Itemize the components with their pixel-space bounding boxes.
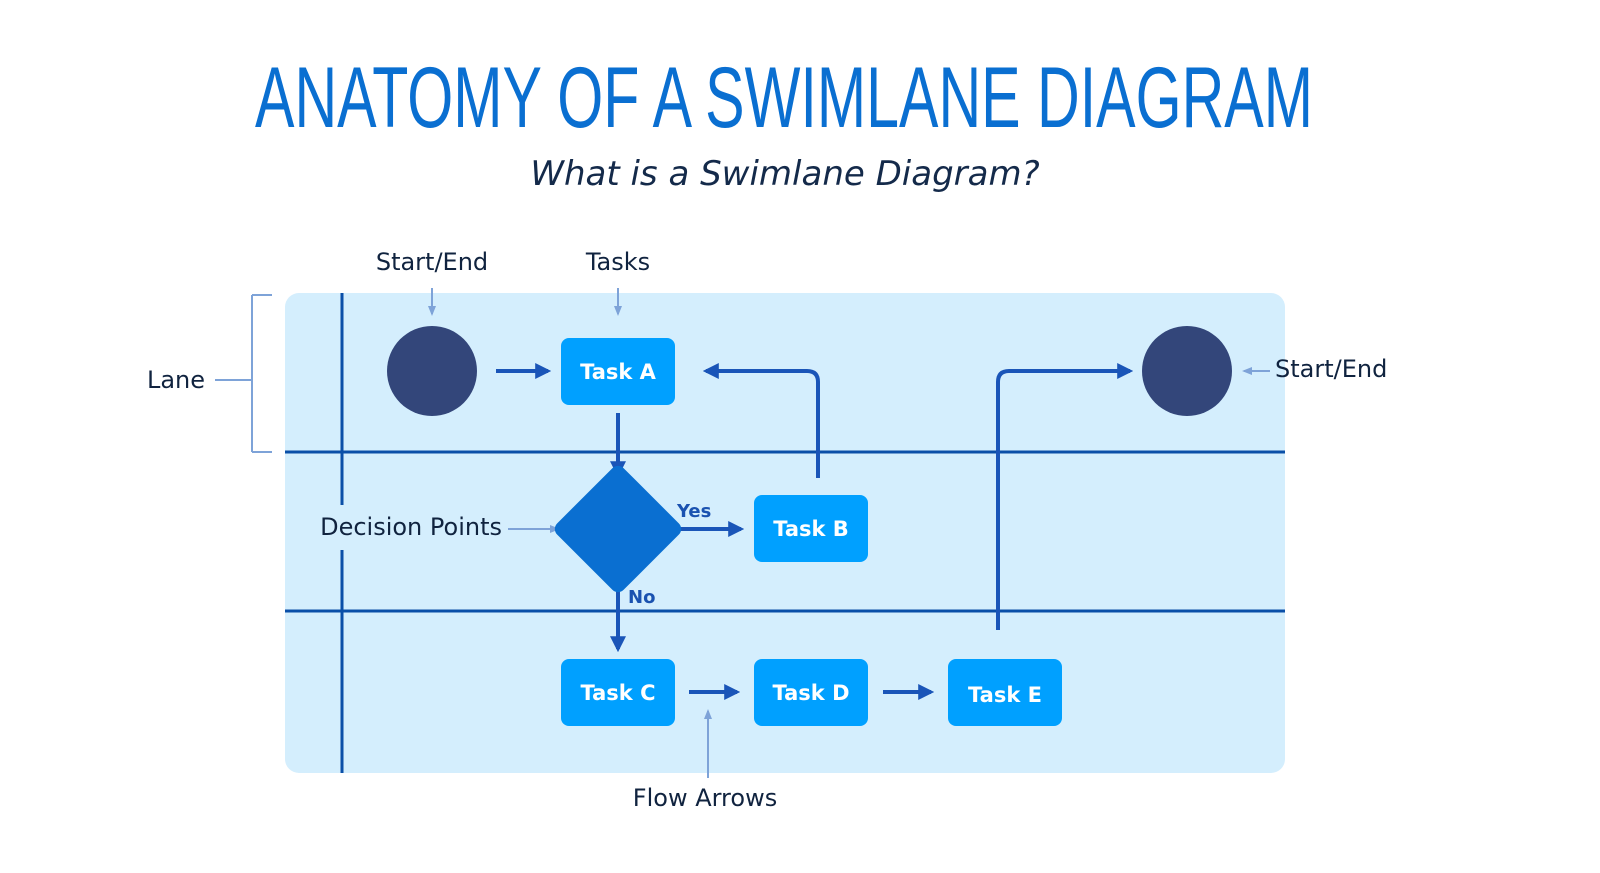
task-d: Task D: [754, 659, 868, 726]
task-b-label: Task B: [773, 517, 849, 541]
start-end-annotation: Start/End: [376, 248, 488, 276]
task-a-label: Task A: [580, 360, 657, 384]
decision-node: [554, 465, 682, 593]
flow-arrow: [996, 363, 1134, 630]
tasks-annotation: Tasks: [585, 248, 650, 276]
yes-label: Yes: [676, 501, 711, 522]
page-subtitle: What is a Swimlane Diagram?: [530, 154, 1039, 194]
task-c-label: Task C: [581, 681, 656, 705]
task-b: Task B: [754, 495, 868, 562]
decision-points-annotation: Decision Points: [320, 513, 502, 541]
lane-bracket: [215, 294, 272, 453]
no-label: No: [628, 587, 655, 608]
task-e: Task E: [948, 659, 1062, 726]
end-node: [1142, 326, 1232, 416]
flow-arrows-annotation: Flow Arrows: [633, 784, 777, 812]
task-e-label: Task E: [968, 683, 1042, 707]
task-c: Task C: [561, 659, 675, 726]
start-end-annotation-right: Start/End: [1275, 355, 1387, 383]
page-title: ANATOMY OF A SWIMLANE DIAGRAM: [255, 50, 1313, 146]
flow-arrow: [702, 363, 820, 478]
task-d-label: Task D: [773, 681, 850, 705]
lane-annotation: Lane: [147, 366, 205, 394]
task-a: Task A: [561, 338, 675, 405]
start-node: [387, 326, 477, 416]
